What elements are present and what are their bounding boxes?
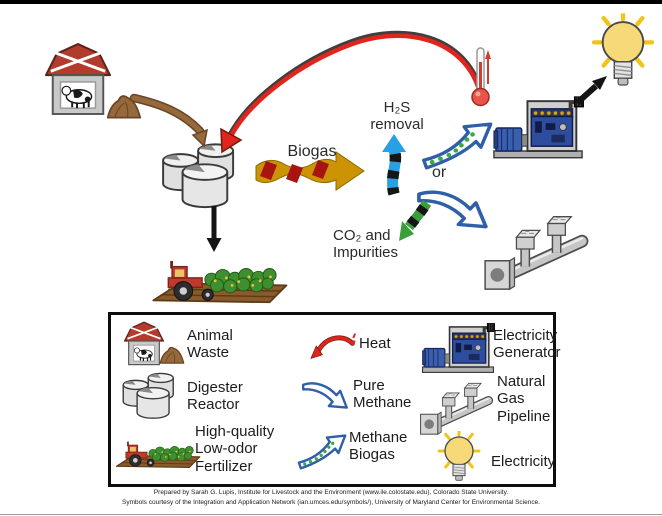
legend-label-methane-biogas: Methane Biogas [349, 429, 408, 464]
legend-label-pure-methane: Pure Methane [353, 377, 412, 412]
legend-electricity-generator-icon [421, 323, 495, 374]
heat-arrow [220, 30, 483, 154]
legend-label-natural-gas-pipeline: Natural Gas Pipeline [497, 373, 551, 425]
h2s-removal-arrow [382, 134, 406, 196]
credits-line-2: Symbols courtesy of the Integration and … [122, 499, 540, 507]
legend-label-heat: Heat [359, 335, 391, 352]
legend-light-bulb-icon [437, 431, 481, 487]
legend-heat-arrow-icon [307, 331, 359, 361]
legend-fertilizer-icon [113, 427, 201, 475]
legend-natural-gas-pipeline-icon [417, 373, 497, 439]
legend-box: Animal Waste Digester Reactor High-quali… [108, 312, 561, 487]
thermometer-icon [471, 47, 491, 107]
biogas-arrow [255, 151, 365, 191]
bottom-border-line [0, 514, 662, 515]
co2-impurities-label: CO₂ and Impurities [333, 227, 399, 262]
legend-label-digester-reactor: Digester Reactor [187, 379, 243, 414]
legend-label-animal-waste: Animal Waste [187, 327, 233, 362]
credits-line-1: Prepared by Sarah G. Lupis, Institute fo… [153, 489, 509, 496]
co2-impurities-arrow [399, 200, 432, 241]
electricity-arrow [574, 76, 607, 106]
credits: Prepared by Sarah G. Lupis, Institute fo… [0, 488, 662, 509]
legend-animal-waste-pile-icon [159, 343, 185, 365]
legend-methane-biogas-arrow-icon [297, 431, 351, 473]
legend-label-fertilizer: High-quality Low-odor Fertilizer [195, 423, 275, 475]
legend-pure-methane-arrow-icon [301, 379, 351, 417]
legend-digester-reactor-icon [119, 371, 183, 421]
waste-flow-arrow [129, 93, 208, 148]
digestate-arrow [206, 206, 222, 252]
legend-label-electricity-generator: Electricity Generator [493, 327, 561, 362]
legend-label-electricity: Electricity [491, 453, 556, 470]
biogas-label: Biogas [287, 143, 337, 160]
or-label: or [432, 164, 447, 181]
top-border-bar [0, 0, 662, 4]
h2s-removal-label: H₂S removal [370, 99, 424, 134]
